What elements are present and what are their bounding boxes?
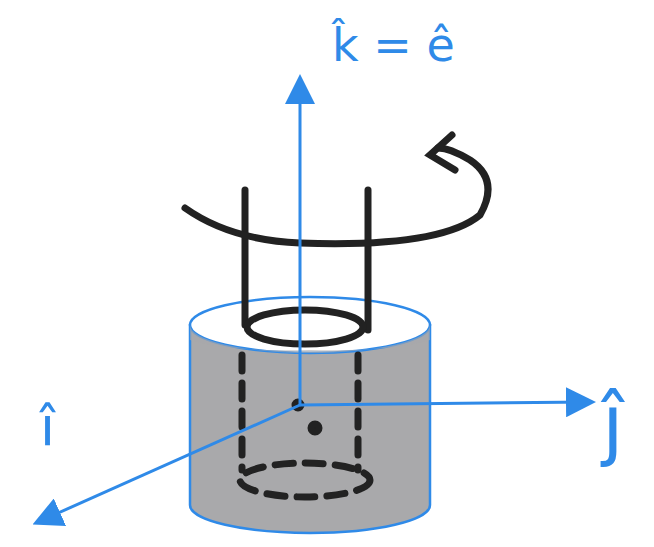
- axis-label-y: ĵ: [602, 385, 624, 463]
- axes: [38, 80, 590, 522]
- liquid-surface: [190, 325, 430, 353]
- axis-label-x: î: [40, 400, 55, 454]
- cylinder-top: [190, 297, 430, 353]
- axis-label-vertical: k̂ = ê: [332, 22, 455, 68]
- stirrer: [185, 135, 488, 497]
- cylinder-body: [190, 325, 430, 533]
